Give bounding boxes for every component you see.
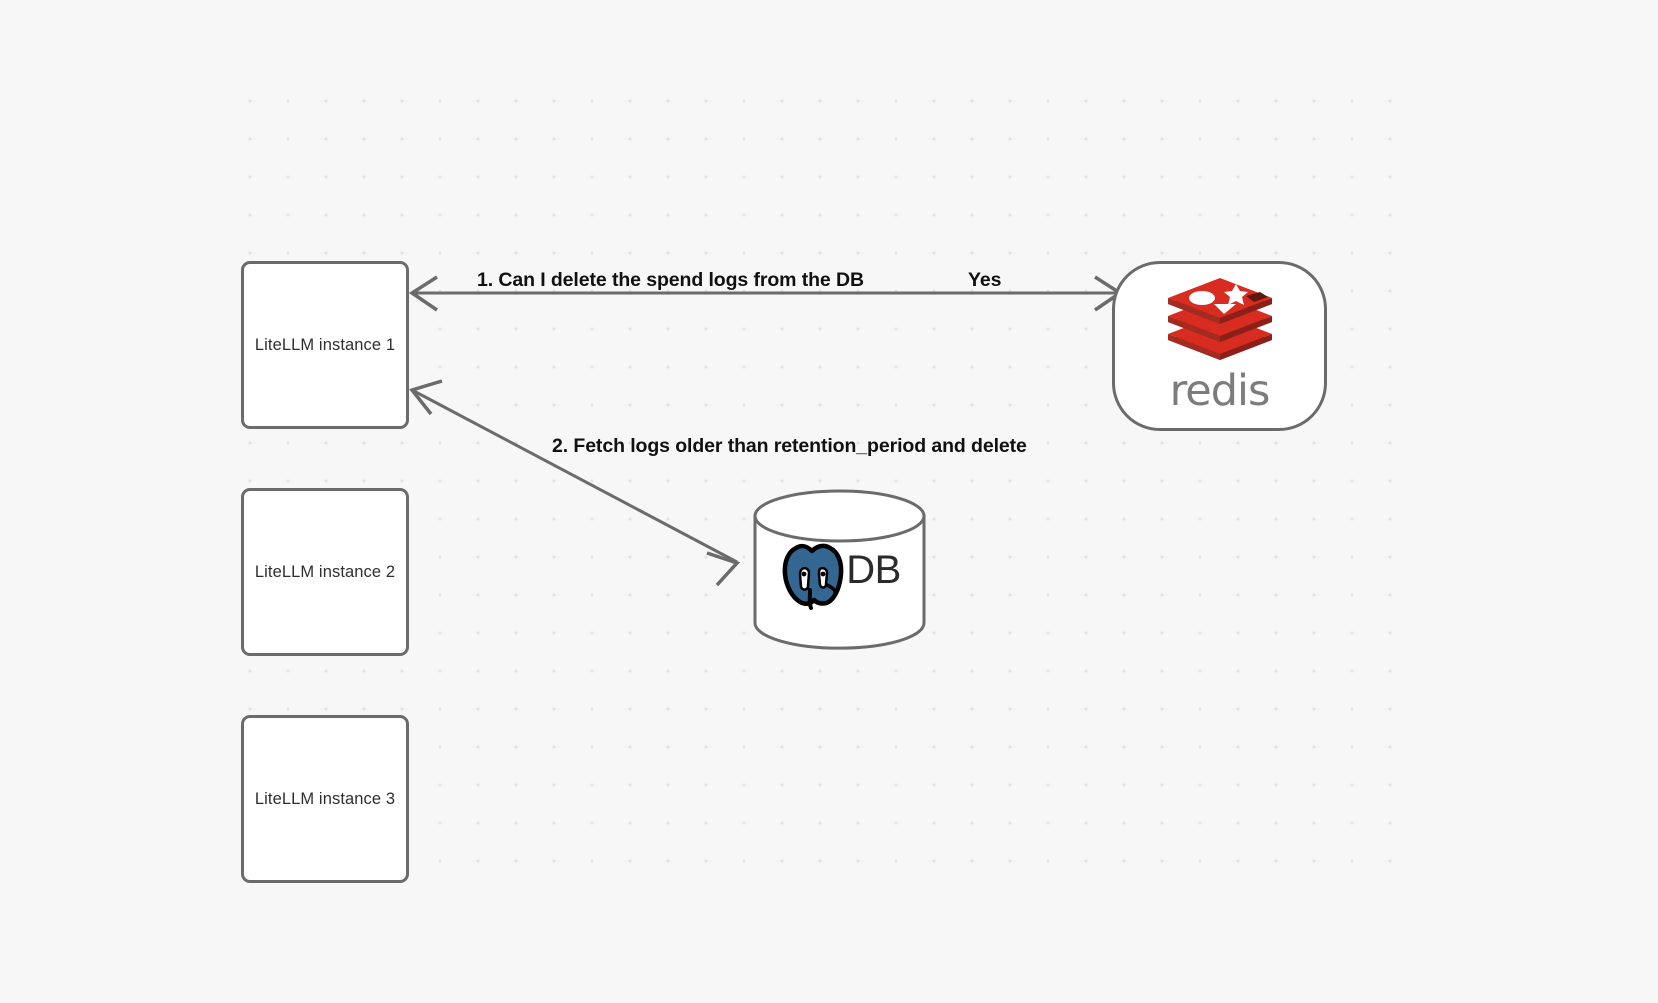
node-litellm-instance-3[interactable]: LiteLLM instance 3 [241,715,409,883]
node-litellm-instance-2-label: LiteLLM instance 2 [254,562,396,581]
node-litellm-instance-3-label: LiteLLM instance 3 [254,789,396,808]
db-logo-and-label: DB [752,489,927,650]
node-litellm-instance-1[interactable]: LiteLLM instance 1 [241,261,409,429]
db-label: DB [846,547,901,592]
postgresql-elephant-icon [782,543,844,610]
edge-db-litellm1 [409,379,741,587]
edge-label-2: 2. Fetch logs older than retention_perio… [552,435,1027,457]
edge-label-1-answer: Yes [968,269,1002,291]
node-redis[interactable]: redis [1112,261,1327,431]
edge-label-1-question: 1. Can I delete the spend logs from the … [477,269,864,291]
redis-stack-icon [1167,277,1272,360]
redis-wordmark: redis [1169,365,1271,416]
node-litellm-instance-1-label: LiteLLM instance 1 [254,335,396,354]
redis-logo: redis [1164,277,1276,416]
node-litellm-instance-2[interactable]: LiteLLM instance 2 [241,488,409,656]
node-postgres-db[interactable]: DB [752,489,927,650]
